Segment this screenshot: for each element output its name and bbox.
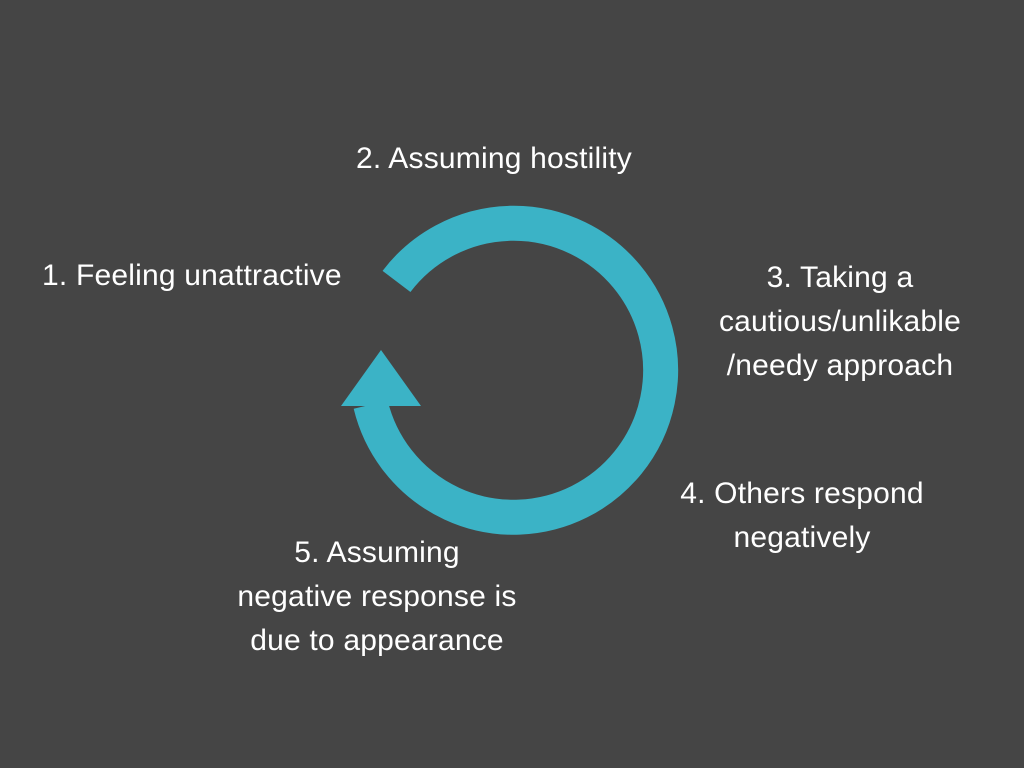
- step-2-label: 2. Assuming hostility: [356, 142, 632, 175]
- step-3-label: 3. Taking a cautious/unlikable /needy ap…: [718, 261, 962, 382]
- cycle-arrowhead: [341, 350, 421, 406]
- step-1-label: 1. Feeling unattractive: [42, 259, 342, 292]
- step-5-label: 5. Assuming negative response is due to …: [237, 536, 517, 657]
- step-4-label: 4. Others respond negatively: [680, 477, 924, 554]
- cycle-arc: [353, 205, 679, 535]
